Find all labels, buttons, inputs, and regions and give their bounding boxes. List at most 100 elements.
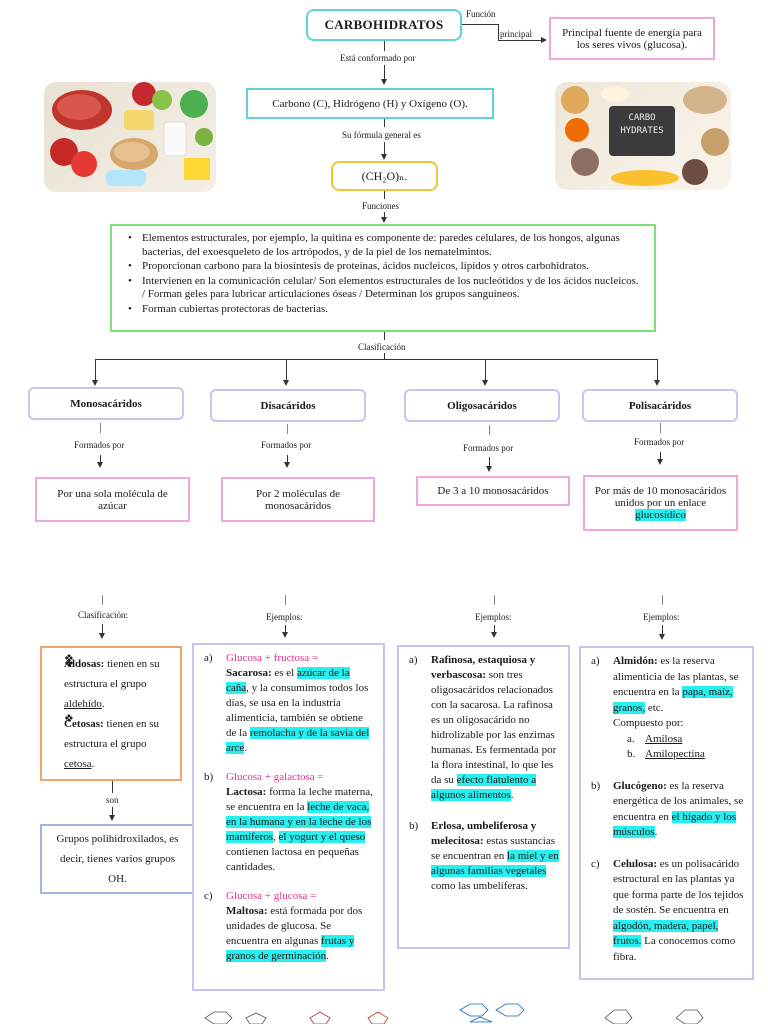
tick-mono-1 — [100, 423, 101, 433]
funcion-principal-box: Principal fuente de energía para los ser… — [549, 17, 715, 60]
aldosas-text: tienen en su estructura el grupo — [64, 658, 160, 690]
arrow-oligo-sub — [491, 632, 497, 638]
title-box: CARBOHIDRATOS — [306, 9, 462, 41]
funcion-label: Función — [466, 9, 496, 19]
formados-label: Formados por — [261, 440, 312, 450]
tick-poli-2 — [662, 595, 663, 605]
formula-text: (CH₂O)ₙ. — [361, 168, 408, 183]
item-marker: a) — [204, 652, 213, 664]
chemical-structures-strip — [204, 1003, 704, 1024]
celulosa-name: Celulosa: — [613, 857, 657, 870]
tick-di-1 — [287, 424, 288, 434]
glucogeno-text-1: es la reserva energética de los animales… — [613, 779, 744, 823]
structure-maltosa-icon — [309, 1011, 389, 1024]
sacarosa-name: Sacarosa: — [226, 667, 272, 679]
category-disacaridos: Disacáridos — [210, 389, 366, 422]
almidon-compuesto: Compuesto por: — [613, 717, 684, 729]
sublist-item: a.Amilosa — [627, 732, 744, 748]
conn-poli-sub — [662, 625, 663, 635]
example-glucogeno: b) Glucógeno: es la reserva energética d… — [591, 779, 744, 841]
lactosa-text-1: forma la leche materna, se encuentra en … — [226, 786, 373, 813]
arrow-elementos — [381, 79, 387, 85]
branch-oligo — [485, 359, 486, 380]
arrow-poli-formado — [657, 459, 663, 465]
arrow-oligo-formado — [486, 466, 492, 472]
category-name: Oligosacáridos — [447, 399, 517, 412]
celulosa-text-1: es un polisacárido estructural en las pl… — [613, 857, 744, 917]
arrow-funciones — [381, 217, 387, 223]
arrow-poli — [654, 380, 660, 386]
conn-title-down — [384, 41, 385, 51]
sub-marker: a. — [627, 732, 635, 745]
tick-di-2 — [285, 595, 286, 605]
diamond-bullet-icon: ❖ — [64, 713, 74, 725]
lactosa-highlight-2: el yogurt y el queso — [278, 831, 366, 843]
item-marker: a) — [591, 655, 600, 667]
category-polisacaridos: Polisacáridos — [582, 389, 738, 422]
funcion-item: Intervienen en la comunicación celular/ … — [126, 275, 644, 302]
formula-label: Su fórmula general es — [342, 130, 421, 140]
structure-poli-icon — [604, 1009, 704, 1024]
maltosa-text-1: está formada por dos unidades de glucosa… — [226, 905, 363, 947]
carbohydrates-sign-text: CARBO HYDRATES — [620, 113, 664, 136]
desc-text: De 3 a 10 monosacáridos — [437, 485, 549, 497]
arrow-oligo — [482, 380, 488, 386]
cetosas-item: Cetosas: tienen en su estructura el grup… — [64, 718, 160, 770]
glucogeno-name: Glucógeno: — [613, 779, 667, 792]
branch-mono — [95, 359, 96, 380]
aldosas-label: Aldosas: — [64, 658, 105, 670]
cetosas-label: Cetosas: — [64, 718, 104, 730]
elementos-box: Carbono (C), Hidrógeno (H) y Oxígeno (O)… — [246, 88, 494, 119]
desc-polisacaridos: Por más de 10 monosacáridos unidos por u… — [583, 475, 738, 531]
structure-sacarosa-icon — [204, 1011, 267, 1024]
conn-formula — [384, 142, 385, 154]
oligo-ejemplos-label: Ejemplos: — [475, 612, 512, 622]
arrow-di — [283, 380, 289, 386]
formados-label: Formados por — [634, 437, 685, 447]
example-almidon: a) Almidón: es la reserva alimenticia de… — [591, 654, 744, 763]
conn-son-2 — [112, 807, 113, 816]
son-label: son — [106, 795, 119, 805]
sublist-item: b.Amilopectina — [627, 747, 744, 763]
erlosa-name: Erlosa, umbeliferosa y melecitosa: — [431, 820, 537, 847]
arrow-son — [109, 815, 115, 821]
sacarosa-text-1: es el — [271, 667, 297, 679]
conn-mono-sub — [102, 624, 103, 634]
conn-funciones — [384, 212, 385, 218]
example-maltosa: c) Glucosa + glucosa = Maltosa: está for… — [204, 889, 375, 964]
amilopectina-text: Amilopectina — [645, 748, 705, 760]
conn-oligo-formado — [489, 457, 490, 467]
desc-text: Por una sola molécula de azúcar — [57, 487, 168, 512]
rafinosa-name: Rafinosa, estaquiosa y verbascosa: — [431, 654, 536, 681]
conn-poli-formado — [660, 452, 661, 460]
di-ejemplos-label: Ejemplos: — [266, 612, 303, 622]
formados-label: Formados por — [463, 443, 514, 453]
conformado-label: Está conformado por — [340, 53, 416, 63]
item-marker: c) — [591, 857, 600, 870]
conn-formula-down — [384, 191, 385, 199]
item-marker: b) — [591, 779, 601, 792]
item-marker: a) — [409, 654, 418, 666]
oligo-examples-box: a) Rafinosa, estaquiosa y verbascosa: so… — [397, 645, 570, 949]
erlosa-text-2: como las umbelíferas. — [431, 880, 528, 892]
conn-elementos-down — [384, 119, 385, 127]
food-photo-left — [44, 82, 216, 192]
conn-oligo-sub — [494, 625, 495, 633]
conn-clasif-2 — [384, 353, 385, 359]
example-sacarosa: a) Glucosa + fructosa = Sacarosa: es el … — [204, 651, 375, 756]
example-rafinosa: a) Rafinosa, estaquiosa y verbascosa: so… — [409, 653, 560, 803]
diamond-bullet-icon: ❖ — [64, 653, 74, 665]
food-photo-right: CARBO HYDRATES — [555, 82, 731, 190]
lactosa-formula: Glucosa + galactosa = — [226, 771, 324, 783]
di-examples-box: a) Glucosa + fructosa = Sacarosa: es el … — [192, 643, 385, 991]
lactosa-text-2: , — [273, 831, 279, 843]
desc-text: Por más de 10 monosacáridos unidos por u… — [591, 485, 730, 521]
conn-di-formado — [287, 455, 288, 463]
maltosa-formula: Glucosa + glucosa = — [226, 890, 317, 902]
aldosas-item: Aldosas: tienen en su estructura el grup… — [64, 654, 172, 714]
branch-di — [286, 359, 287, 380]
arrow-mono-formado — [97, 462, 103, 468]
desc-monosacaridos: Por una sola molécula de azúcar — [35, 477, 190, 522]
funcion-line-3 — [498, 40, 543, 41]
grupos-box: Grupos polihidroxilados, es decir, tiene… — [40, 824, 195, 894]
